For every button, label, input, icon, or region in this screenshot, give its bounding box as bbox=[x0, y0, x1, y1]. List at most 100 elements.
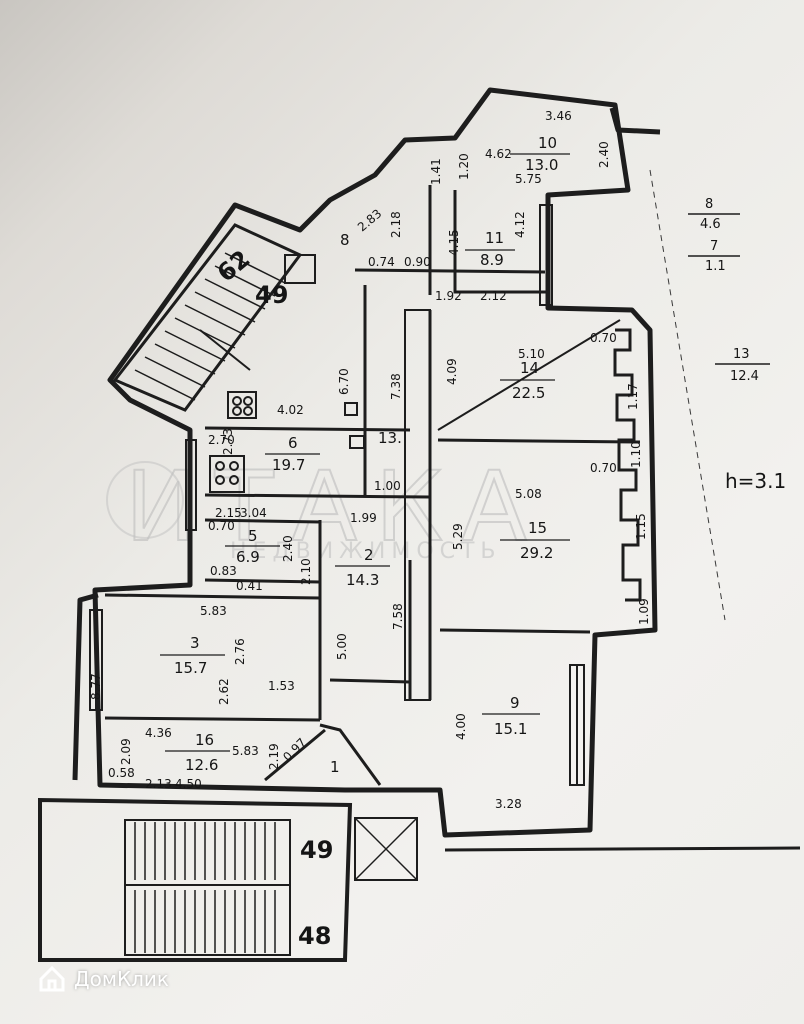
dim-label: 0.74 bbox=[368, 255, 395, 269]
dim-label: 2.76 bbox=[233, 638, 247, 665]
dim-label: 1.41 bbox=[429, 158, 443, 185]
legend-room-7: 7 bbox=[710, 239, 718, 254]
dimension-labels: 3.46 4.62 5.75 2.40 1.41 1.20 4.12 4.15 … bbox=[89, 109, 651, 811]
dim-label: 5.29 bbox=[451, 523, 465, 550]
dim-label: 2.12 bbox=[480, 289, 507, 303]
room-area-11: 8.9 bbox=[480, 251, 504, 269]
room-area-9: 15.1 bbox=[494, 720, 527, 738]
dim-label: 2.15 bbox=[215, 506, 242, 520]
dim-label: 2.40 bbox=[597, 141, 611, 168]
dim-label: 8.77 bbox=[89, 673, 103, 700]
dim-label: 5.08 bbox=[515, 487, 542, 501]
bay-window-teeth bbox=[613, 328, 642, 602]
legend-room-8: 8 bbox=[705, 197, 713, 212]
room-labels: 10 13.0 11 8.9 14 22.5 15 29.2 9 15.1 6 … bbox=[160, 134, 570, 776]
dim-label: 1.09 bbox=[637, 598, 651, 625]
legend-area-13: 12.4 bbox=[730, 369, 759, 384]
dim-label: 4.15 bbox=[447, 229, 461, 256]
dim-label: 0.70 bbox=[590, 461, 617, 475]
room-number-10: 10 bbox=[538, 134, 557, 152]
dim-label: 2.40 bbox=[281, 535, 295, 562]
room-area-3: 15.7 bbox=[174, 659, 207, 677]
room-area-14: 22.5 bbox=[512, 384, 545, 402]
legend-area-8: 4.6 bbox=[700, 217, 721, 232]
dim-label: 1.53 bbox=[268, 679, 295, 693]
dim-label: 4.62 bbox=[485, 147, 512, 161]
dim-label: 1.10 bbox=[629, 441, 643, 468]
room-number-3: 3 bbox=[190, 634, 200, 652]
dim-label: 5.75 bbox=[515, 172, 542, 186]
legend-room-13: 13 bbox=[733, 347, 750, 362]
dim-label: 0.83 bbox=[210, 564, 237, 578]
left-windows bbox=[89, 204, 585, 786]
domclick-watermark: ДомКлик bbox=[38, 962, 169, 996]
area-legend: 8 4.6 7 1.1 13 12.4 bbox=[649, 169, 770, 621]
room-area-6: 19.7 bbox=[272, 456, 305, 474]
dim-label: 2.19 bbox=[267, 743, 281, 770]
dim-label: 0.70 bbox=[590, 331, 617, 345]
room-number-9: 9 bbox=[510, 694, 520, 712]
ceiling-height-note: h=3.1 bbox=[725, 469, 786, 493]
room-number-5: 5 bbox=[248, 527, 258, 545]
stair-number-lower-a: 49 bbox=[300, 836, 333, 864]
room-number-2: 2 bbox=[364, 546, 374, 564]
room-number-8: 8 bbox=[340, 231, 350, 249]
outer-walls bbox=[72, 87, 661, 838]
dim-label: 0.90 bbox=[404, 255, 431, 269]
dim-label: 1.17 bbox=[626, 383, 640, 410]
dim-label: 4.09 bbox=[445, 358, 459, 385]
watermark-logo-icon bbox=[106, 461, 184, 539]
dim-label: 2.10 bbox=[299, 558, 313, 585]
room-number-15: 15 bbox=[528, 519, 547, 537]
dim-label: 1.99 bbox=[350, 511, 377, 525]
legend-area-7: 1.1 bbox=[705, 259, 726, 274]
dim-label: 2.73 bbox=[221, 428, 235, 455]
room-area-2: 14.3 bbox=[346, 571, 379, 589]
domclick-logo-icon bbox=[39, 965, 65, 992]
dim-label: 2.09 bbox=[119, 738, 133, 765]
dim-label: 2.62 bbox=[217, 678, 231, 705]
watermark-sub: НЕДВИЖИМОСТЬ bbox=[230, 539, 502, 564]
domclick-logo-text: ДомКлик bbox=[74, 967, 170, 991]
lower-staircase bbox=[38, 797, 801, 962]
dim-label: 1.20 bbox=[457, 153, 471, 180]
dim-label: 0.58 bbox=[108, 766, 135, 780]
dim-label: 2.18 bbox=[389, 211, 403, 238]
dim-label: 4.50 bbox=[175, 777, 202, 791]
dim-label: 1.15 bbox=[634, 513, 648, 540]
dim-label: 3.28 bbox=[495, 797, 522, 811]
dim-label: 2.13 bbox=[145, 777, 172, 791]
room-area-5: 6.9 bbox=[236, 548, 260, 566]
dim-label: 2.70 bbox=[208, 433, 235, 447]
room-number-13: 13. bbox=[378, 429, 402, 447]
room-area-15: 29.2 bbox=[520, 544, 553, 562]
watermark: ИТАКА НЕДВИЖИМОСТЬ bbox=[106, 450, 528, 564]
dim-label: 0.97 bbox=[280, 735, 309, 764]
dim-label: 5.10 bbox=[518, 347, 545, 361]
upper-staircase bbox=[112, 223, 316, 412]
stair-number-upper-a: 62 bbox=[212, 245, 256, 288]
kitchen-fixtures bbox=[209, 309, 621, 701]
dim-label: 1.00 bbox=[374, 479, 401, 493]
dim-label: 4.12 bbox=[513, 211, 527, 238]
dim-label: 0.70 bbox=[208, 519, 235, 533]
stair-number-upper-b: 49 bbox=[255, 281, 288, 309]
stair-number-lower-b: 48 bbox=[298, 922, 331, 950]
dim-label: 4.00 bbox=[454, 713, 468, 740]
dim-label: 7.58 bbox=[391, 603, 405, 630]
dim-label: 5.00 bbox=[335, 633, 349, 660]
room-area-10: 13.0 bbox=[525, 156, 558, 174]
room-number-1: 1 bbox=[330, 758, 340, 776]
dim-label: 4.36 bbox=[145, 726, 172, 740]
dim-label: 3.46 bbox=[545, 109, 572, 123]
dim-label: 5.83 bbox=[232, 744, 259, 758]
dim-label: 1.92 bbox=[435, 289, 462, 303]
room-number-11: 11 bbox=[485, 229, 504, 247]
dim-label: 3.04 bbox=[240, 506, 267, 520]
room-number-6: 6 bbox=[288, 434, 298, 452]
dim-label: 4.02 bbox=[277, 403, 304, 417]
dim-label: 5.83 bbox=[200, 604, 227, 618]
